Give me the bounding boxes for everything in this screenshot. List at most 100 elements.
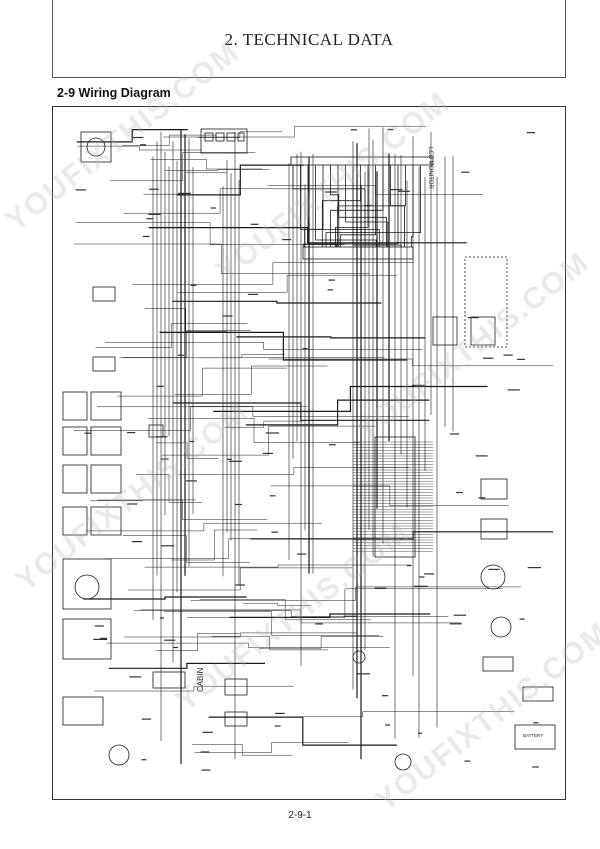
wire-label-mark: [449, 623, 462, 625]
wire-label-mark: [200, 751, 210, 753]
wire-label-mark: [146, 218, 154, 220]
wire: [271, 485, 509, 506]
wire: [85, 522, 323, 532]
wire-label-mark: [413, 585, 428, 587]
wire: [177, 274, 397, 293]
wire-label-mark: [343, 615, 357, 617]
speaker: [108, 744, 130, 766]
wire-label-mark: [364, 204, 372, 207]
cabin-label: CABIN: [196, 667, 205, 692]
wire: [236, 336, 426, 339]
wire-label-mark: [302, 348, 308, 350]
wire: [159, 331, 408, 361]
wire: [107, 642, 390, 648]
wire-label-mark: [385, 724, 391, 726]
wire: [321, 165, 361, 247]
wire: [243, 602, 312, 606]
wire-label-mark: [475, 455, 488, 457]
wire-label-mark: [84, 432, 92, 434]
wire-label-mark: [274, 725, 281, 727]
wire-label-mark: [247, 293, 258, 295]
lcd-monitor-connector: [290, 156, 434, 166]
wire: [194, 742, 349, 753]
wire-label-mark: [228, 460, 242, 462]
wire: [83, 596, 247, 600]
wire-label-mark: [449, 433, 460, 435]
wire: [199, 599, 371, 621]
wire-label-mark: [142, 235, 150, 237]
wire: [315, 165, 377, 247]
wire-label-mark: [517, 358, 526, 360]
wire: [224, 420, 304, 428]
central-harness-terminal: [374, 436, 416, 558]
wire-label-mark: [75, 189, 86, 191]
wire: [122, 330, 251, 358]
wire-label-mark: [396, 242, 401, 244]
wire: [144, 308, 227, 332]
radio: [62, 696, 104, 726]
wire-label-mark: [398, 190, 410, 192]
wire: [104, 342, 423, 350]
wire: [337, 165, 387, 247]
wire-label-mark: [186, 480, 197, 482]
wire-label-mark: [271, 531, 278, 533]
wire-label-mark: [201, 769, 211, 771]
wire: [197, 131, 282, 138]
wire-label-mark: [328, 279, 335, 281]
wire: [178, 467, 410, 475]
wire: [75, 222, 345, 245]
wire: [94, 685, 294, 692]
wire: [122, 535, 250, 563]
wire: [123, 188, 317, 214]
wire-label-mark: [275, 712, 285, 714]
chapter-title: 2. TECHNICAL DATA: [224, 30, 394, 49]
wire-label-mark: [315, 623, 323, 625]
wire-label-mark: [467, 317, 479, 319]
wire-label-mark: [526, 132, 536, 134]
wire-label-mark: [156, 436, 168, 438]
wire: [124, 632, 357, 638]
wire-label-mark: [527, 567, 541, 569]
wire-label-mark: [328, 444, 336, 446]
wire-label-mark: [350, 129, 358, 131]
wire-label-mark: [148, 213, 161, 215]
component-group: [62, 128, 556, 771]
wire-label-mark: [297, 553, 307, 555]
wire-label-mark: [406, 565, 412, 567]
wire: [108, 662, 265, 669]
wire: [190, 586, 521, 601]
wire: [245, 399, 430, 426]
wire-label-mark: [482, 357, 494, 359]
wire: [229, 613, 431, 618]
wire: [117, 367, 287, 397]
wire-label-mark: [222, 315, 233, 317]
wire: [148, 418, 360, 443]
wire: [77, 145, 202, 151]
wire-label-mark: [419, 576, 425, 578]
wire-label-mark: [387, 128, 394, 131]
wire-label-mark: [235, 584, 245, 586]
wire: [268, 358, 553, 367]
wire: [76, 129, 188, 143]
wire-label-mark: [374, 587, 387, 589]
wiring-diagram-canvas: LCD MONITOR CABIN BATTERY: [62, 125, 556, 771]
wire: [211, 635, 328, 651]
wire-label-mark: [160, 545, 175, 547]
wire: [300, 165, 380, 247]
wire: [292, 165, 366, 247]
section-title: 2-9 Wiring Diagram: [57, 86, 171, 100]
wire: [134, 610, 449, 617]
wire: [172, 300, 382, 304]
battery: [514, 724, 556, 750]
wire: [304, 165, 324, 247]
wire-bundle: [73, 125, 553, 764]
wire-label-mark: [325, 191, 337, 193]
lcd-monitor-label: LCD MONITOR: [427, 147, 433, 190]
wire: [175, 365, 328, 395]
wire-label-mark: [391, 189, 403, 191]
wire: [136, 474, 202, 503]
page-number: 2-9-1: [288, 810, 312, 821]
wire-label-mark: [417, 732, 423, 734]
wire: [208, 716, 397, 746]
wire-label-mark: [282, 239, 292, 241]
